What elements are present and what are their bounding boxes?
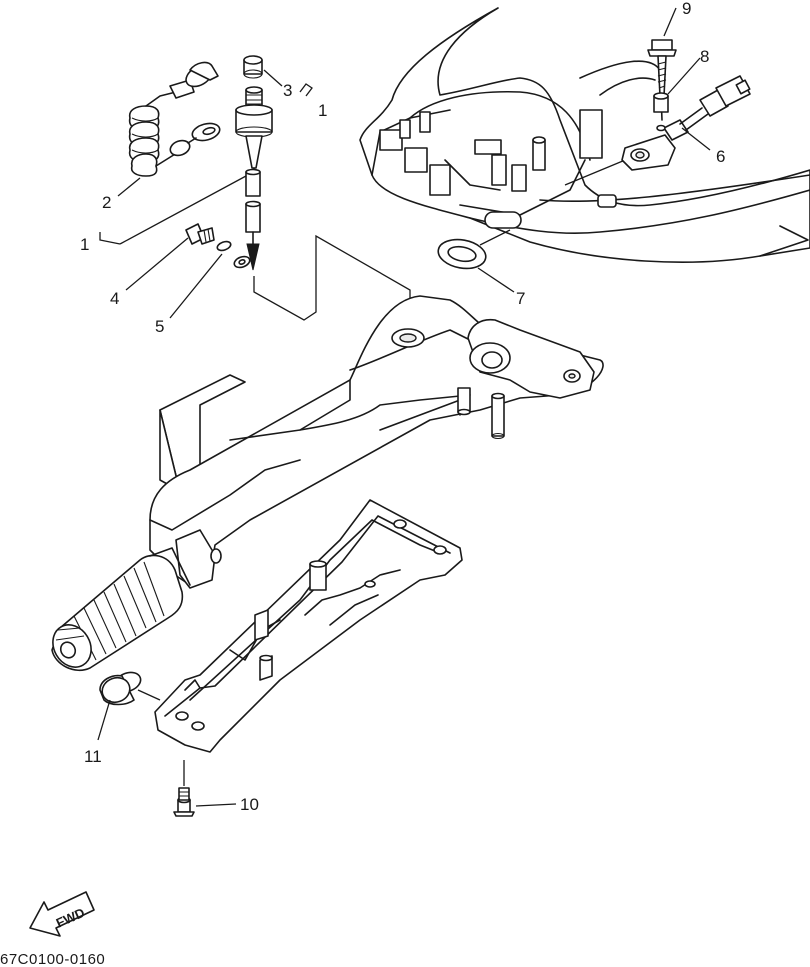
drawing-code: 67C0100-0160 (0, 951, 105, 967)
leader-1b (119, 175, 247, 245)
callout-4: 4 (110, 289, 119, 308)
leader-9 (663, 7, 677, 37)
bottom-cowling (359, 7, 810, 263)
leader-5 (169, 253, 223, 319)
leader-11 (97, 699, 111, 741)
leader-6 (681, 127, 711, 151)
leader-stop-switch-mount (253, 234, 411, 340)
leader-6b (564, 157, 631, 186)
leader-7b (477, 267, 515, 293)
cap-part-3 (243, 55, 263, 79)
collar-part-8 (653, 92, 669, 113)
grommet-part-7 (437, 238, 487, 270)
fwd-arrow-icon: FWD (29, 891, 95, 937)
steering-handle-lower-cover (154, 499, 463, 753)
bolt-part-4 (185, 223, 215, 245)
callout-2: 2 (102, 193, 111, 212)
leader-2 (117, 177, 141, 197)
leader-8 (667, 57, 701, 95)
callout-3: 3 (283, 81, 292, 100)
bracket-1b (99, 232, 121, 245)
callout-1-switch: 1 (318, 101, 327, 120)
leader-3 (263, 69, 283, 87)
leader-10 (195, 803, 237, 807)
callout-7: 7 (516, 289, 525, 308)
callout-5: 5 (155, 317, 164, 336)
callout-10: 10 (240, 795, 259, 814)
callout-6: 6 (716, 147, 725, 166)
stop-switch-part-1 (235, 86, 273, 271)
washer-part-5 (216, 240, 251, 269)
leader-4 (125, 237, 189, 291)
screw-part-10 (173, 787, 195, 817)
callout-1-lanyard: 1 (80, 235, 89, 254)
bracket-1a (299, 83, 313, 97)
callout-11: 11 (84, 747, 102, 766)
leader-7 (479, 229, 511, 246)
leader-11b (137, 689, 161, 701)
steering-handle (51, 295, 604, 672)
callout-9: 9 (682, 0, 691, 18)
lanyard-part-2 (128, 61, 221, 177)
cap-part-11 (99, 671, 142, 706)
switch-part-6 (621, 75, 751, 171)
callout-8: 8 (700, 47, 709, 66)
